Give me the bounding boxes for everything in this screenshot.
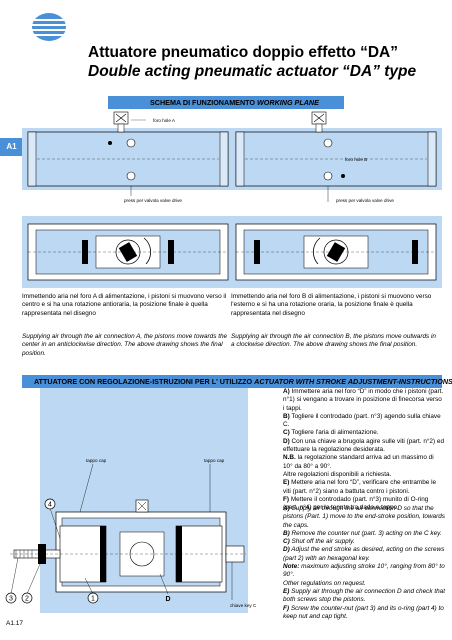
callout-d: D	[165, 596, 170, 603]
instruction-en-note: Note: maximum adjusting stroke 10°, rang…	[283, 563, 445, 579]
instructions-italian: A) Immettere aria nel foro “D” in modo c…	[283, 388, 445, 512]
label-tappo-left: tappo cap	[86, 458, 107, 463]
section-tab-a1: A1	[0, 138, 23, 156]
section-title-stroke-adjustment: ATTUATORE CON REGOLAZIONE-ISTRUZIONI PER…	[34, 377, 452, 386]
section-bar-stroke-adjustment	[22, 375, 442, 388]
callout-1: 1	[91, 596, 95, 603]
instruction-en-other: Other regulations on request.	[283, 579, 366, 587]
actuator-side-view-diagram	[22, 111, 442, 204]
callout-4: 4	[48, 502, 52, 509]
instruction-en-e: E) Supply air through the air connection…	[283, 587, 445, 604]
label-chiave-c: chiave key C	[230, 603, 257, 608]
label-foro-a: foro hole A	[153, 118, 175, 123]
instruction-it-e: E) Mettere aria nel foro “D”, verificare…	[283, 479, 437, 495]
stroke-adjustment-diagram: 4 3 2 1 D	[5, 388, 248, 613]
page-title-italian: Attuatore pneumatico doppio effetto “DA”	[88, 44, 398, 61]
instruction-en-f: F) Screw the counter-nut (part 3) and it…	[283, 604, 444, 620]
section-bar-working-plane	[108, 96, 344, 109]
instruction-en-c: C) Shut off the air supply.	[283, 538, 355, 546]
instruction-en-d: D) Adjust the end stroke as desired, act…	[283, 546, 445, 562]
description-right-italian: Immettendo aria nel foro B di alimentazi…	[231, 293, 432, 317]
callout-2: 2	[25, 596, 29, 603]
instruction-it-d: D) Con una chiave a brugola agire sulle …	[283, 437, 444, 454]
label-press-valve-left: press per valvola valve drive	[124, 198, 182, 203]
label-tappo-right: tappo cap	[204, 458, 225, 463]
description-left-italian: Immettendo aria nel foro A di alimentazi…	[22, 293, 227, 317]
instruction-it-other: Altre regolazioni disponibili a richiest…	[283, 470, 392, 478]
instruction-it-c: C) Togliere l'aria di alimentazione.	[283, 429, 379, 437]
label-press-valve-right: press per valvola valve drive	[336, 198, 394, 203]
instruction-en-a: A) Supply air through the air connection…	[283, 505, 445, 529]
instruction-en-b: B) Remove the counter nut (part. 3) acti…	[283, 529, 442, 537]
page-reference: A1.17	[6, 620, 23, 627]
label-foro-b: foro hole B	[345, 157, 368, 162]
page-title-english: Double acting pneumatic actuator “DA” ty…	[88, 63, 417, 80]
callout-3: 3	[9, 596, 13, 603]
instructions-english: A) Supply air through the air connection…	[283, 505, 445, 621]
company-logo	[32, 13, 66, 41]
instruction-it-f: F) Mettere il controdado (part. n°3) mun…	[283, 495, 429, 512]
instruction-it-nb: N.B. la regolazione standard arriva ad u…	[283, 454, 434, 470]
actuator-cross-section-diagram	[22, 216, 442, 288]
description-left-english: Supplying air through the air connection…	[22, 333, 228, 357]
instruction-it-a: A) Immettere aria nel foro “D” in modo c…	[283, 388, 444, 412]
description-right-english: Supplying air through the air connection…	[231, 333, 436, 349]
section-title-working-plane: SCHEMA DI FUNZIONAMENTO WORKING PLANE	[150, 98, 319, 107]
instruction-it-b: B) Togliere il controdado (part. n°3) ag…	[283, 412, 441, 429]
